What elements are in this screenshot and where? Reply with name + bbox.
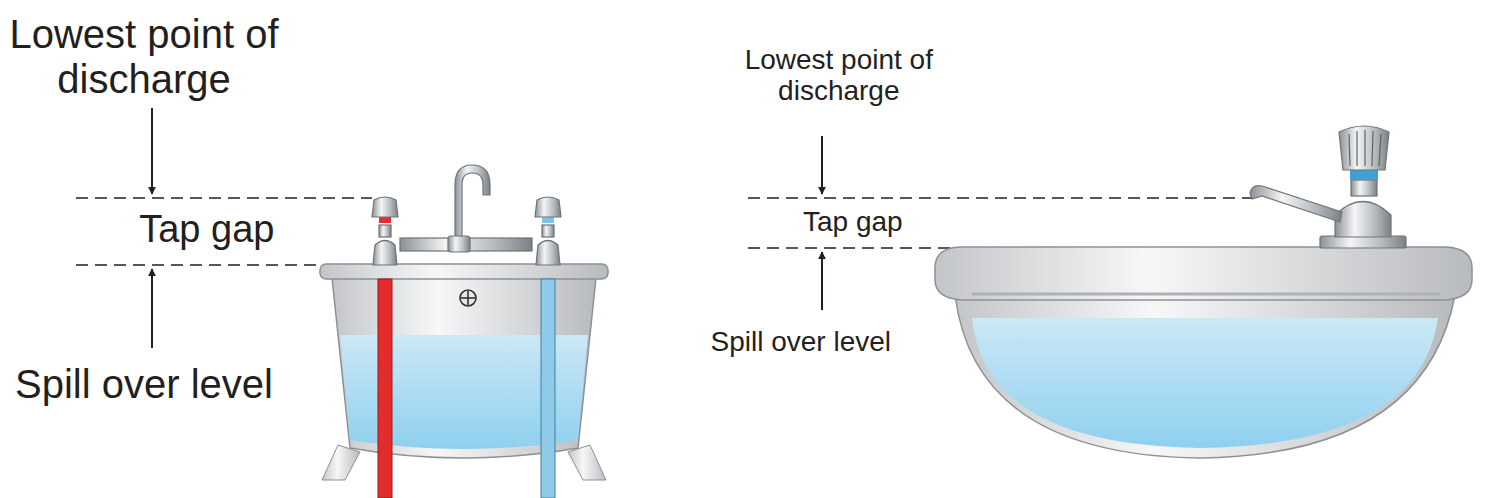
bathtub <box>320 264 608 498</box>
wash-basin <box>935 247 1472 458</box>
dimension-label: Tap gap <box>752 206 954 237</box>
dimension-label: Tap gap <box>70 208 344 251</box>
dimension-label: Spill over level <box>0 362 288 407</box>
dimension-label: Lowest point of discharge <box>738 44 940 107</box>
dimension-label: Lowest point of discharge <box>0 12 288 102</box>
bath-taps <box>372 165 561 265</box>
basin-tap <box>1250 126 1406 248</box>
dimension-label: Spill over level <box>700 326 902 357</box>
